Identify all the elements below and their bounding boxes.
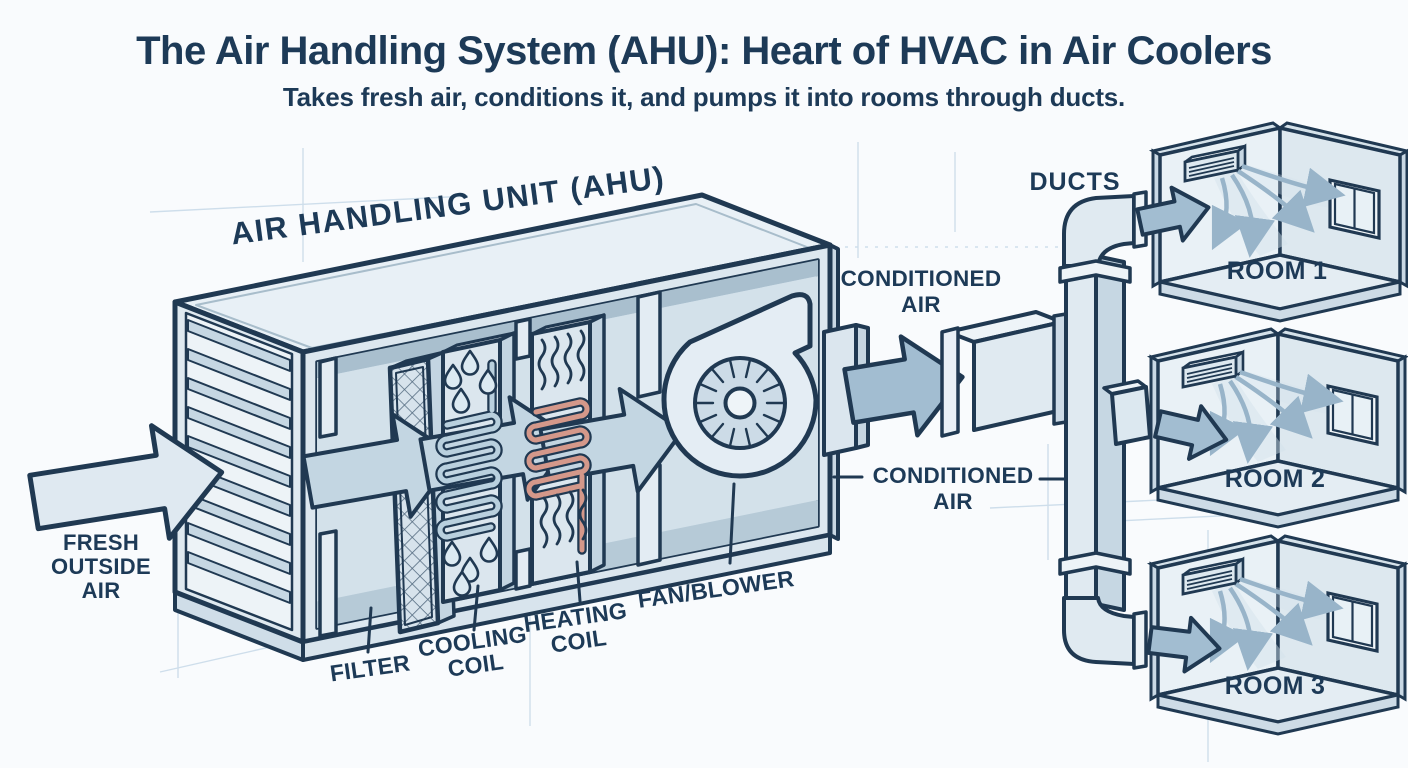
room-2-label: ROOM 2	[1224, 465, 1326, 493]
fresh-outside-air-label: FRESH OUTSIDE AIR	[51, 530, 151, 604]
ahu-unit	[172, 192, 870, 662]
louver-intake-icon	[172, 299, 306, 645]
conditioned-air-arrow-icon	[842, 334, 965, 438]
page-title: The Air Handling System (AHU): Heart of …	[136, 29, 1272, 73]
conditioned-air-label-top: CONDITIONED AIR	[840, 266, 1002, 317]
ducts-label: DUCTS	[1029, 168, 1121, 196]
heat-wave-icon	[537, 329, 588, 549]
room-1-label: ROOM 1	[1226, 257, 1328, 285]
label-leader-lines	[366, 475, 1068, 654]
page-subtitle: Takes fresh air, conditions it, and pump…	[282, 82, 1126, 112]
fresh-air-arrow-icon	[27, 423, 225, 541]
duct-system-icon	[940, 185, 1229, 674]
conditioned-air-label-mid: CONDITIONED AIR	[872, 463, 1034, 514]
fan-blower-icon	[661, 292, 819, 479]
room-3-label: ROOM 3	[1224, 672, 1326, 700]
heating-coil-tube-icon	[524, 397, 592, 555]
cooling-coil-tube-icon	[435, 359, 503, 542]
